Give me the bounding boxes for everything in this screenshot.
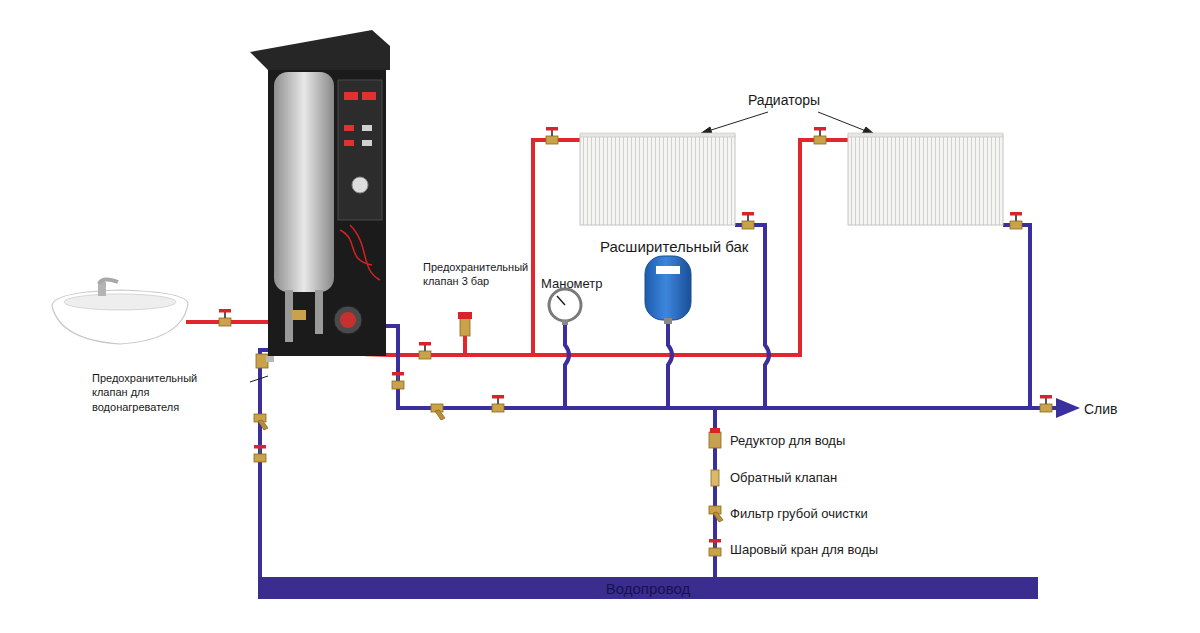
reducer	[709, 428, 721, 448]
part-label: Шаровый кран для воды	[730, 542, 878, 559]
button	[362, 125, 372, 131]
part-label: Слив	[1084, 400, 1118, 418]
boiler-hood	[250, 30, 390, 70]
part-label: Предохранительный клапан для водонагрева…	[92, 371, 222, 414]
radiator-panel	[848, 135, 1003, 225]
safety-valve	[256, 354, 274, 368]
gauge-needle	[557, 296, 565, 305]
safety-valve	[458, 312, 472, 336]
pump-cap	[340, 312, 356, 328]
band-text: Водопровод	[606, 580, 691, 597]
ball-valve	[814, 127, 826, 144]
supply-riser	[533, 140, 580, 355]
tank-pipe	[285, 290, 293, 342]
radiator-top	[848, 133, 1003, 137]
ball-valve	[419, 342, 431, 359]
gauge-dial	[549, 289, 581, 321]
part-label: Радиаторы	[748, 91, 820, 109]
expansion-tank	[645, 256, 691, 324]
button	[362, 140, 372, 146]
gauge-stem	[562, 320, 568, 325]
tank-pipe	[315, 290, 323, 334]
reducer-knob	[710, 428, 720, 433]
heat-tank	[274, 72, 334, 292]
display	[344, 92, 358, 100]
part-label: Расширительный бак	[600, 237, 748, 257]
wash-basin	[52, 279, 188, 344]
ball-valve	[1040, 395, 1052, 412]
valve-cap	[458, 312, 472, 319]
part-label: Манометр	[541, 276, 603, 293]
strainer	[431, 404, 445, 420]
ball-valve	[392, 372, 404, 389]
gauge-branch	[565, 322, 569, 408]
radiator-panel	[580, 135, 735, 225]
panel-gauge	[352, 177, 368, 193]
electric-boiler	[250, 30, 390, 356]
display	[344, 140, 354, 146]
faucet	[98, 282, 106, 296]
radiator	[580, 133, 735, 225]
water-main-band: Водопровод	[258, 577, 1038, 599]
control-panel	[338, 80, 382, 220]
tank-fitting	[664, 318, 672, 324]
part-label: Редуктор для воды	[730, 433, 845, 450]
display	[362, 92, 376, 100]
part-label: Обратный клапан	[730, 470, 837, 487]
valve-branch	[463, 336, 467, 355]
return-pipe	[372, 326, 1058, 408]
return-riser	[1003, 225, 1030, 408]
circulation-pump	[334, 306, 362, 334]
wires	[340, 225, 380, 280]
leader-line	[708, 112, 768, 131]
faucet-spout	[99, 279, 118, 284]
radiator-top	[580, 133, 735, 137]
pressure-gauge	[549, 289, 581, 325]
boiler-case	[268, 60, 386, 356]
ball-valve	[546, 127, 558, 144]
valve-body	[460, 318, 470, 336]
basin-bowl	[64, 294, 176, 310]
tank-branch	[668, 322, 672, 408]
ball-valve	[742, 212, 754, 229]
cold-water-pipe	[260, 350, 290, 578]
strainer	[709, 506, 723, 522]
reducer-body	[709, 432, 721, 448]
display	[344, 125, 354, 131]
part-label: Предохранительный клапан 3 бар	[423, 260, 535, 289]
radiator	[848, 133, 1003, 225]
ball-valve	[254, 445, 266, 462]
valve-outlet	[266, 356, 274, 362]
ball-valve	[709, 539, 721, 556]
ball-valve	[219, 309, 231, 326]
ball-valve	[492, 395, 504, 412]
brass-fitting	[292, 310, 306, 320]
check-valve	[711, 470, 719, 486]
tank-sticker	[656, 266, 680, 274]
strainer	[254, 414, 268, 430]
drain-arrow	[1056, 398, 1080, 418]
ball-valve	[1010, 212, 1022, 229]
tank-body	[645, 256, 691, 320]
basin	[52, 290, 188, 344]
leader-line	[250, 376, 268, 382]
part-label: Фильтр грубой очистки	[730, 506, 868, 523]
